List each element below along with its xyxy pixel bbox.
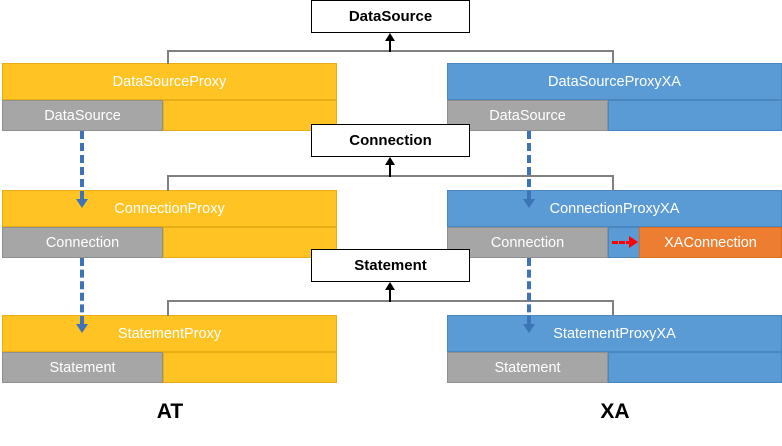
- iface-band-at-connection: Connection: [2, 227, 163, 258]
- dashed-arrow-head-at-connection: [76, 199, 88, 208]
- block-statementproxyxa: StatementProxyXA: [447, 315, 782, 352]
- block-statementproxy: StatementProxy: [2, 315, 337, 352]
- mode-label-at: AT: [156, 400, 184, 423]
- connector-drop-statement-xa: [612, 300, 614, 316]
- iface-band-at-statement: Statement: [2, 352, 163, 383]
- block-connectionproxyxa-label: ConnectionProxyXA: [447, 190, 782, 227]
- iface-band-xa-datasource: DataSource: [447, 100, 608, 131]
- block-datasourceproxy-filler-body: [163, 100, 337, 131]
- block-xaconnection: XAConnection: [639, 227, 782, 258]
- block-statementproxyxa-label: StatementProxyXA: [447, 315, 782, 352]
- red-dashed-line-xaconnection: [612, 241, 632, 244]
- connector-drop-datasource-xa: [612, 50, 614, 64]
- block-datasourceproxy-filler: [163, 100, 337, 131]
- block-connectionproxyxa: ConnectionProxyXA: [447, 190, 782, 227]
- arrow-head-statement: [385, 282, 395, 290]
- arrow-stem-datasource: [389, 41, 391, 52]
- mode-label-xa: XA: [600, 400, 630, 423]
- block-datasourceproxyxa: DataSourceProxyXA: [447, 63, 782, 100]
- connector-drop-datasource-at: [167, 50, 169, 64]
- block-connectionproxy-label: ConnectionProxy: [2, 190, 337, 227]
- connector-drop-connection-at: [167, 175, 169, 191]
- iface-band-xa-connection: Connection: [447, 227, 608, 258]
- dashed-arrow-at-datasource-to-connection: [80, 131, 84, 199]
- dashed-arrow-head-at-statement: [76, 324, 88, 333]
- dashed-arrow-at-connection-to-statement: [80, 258, 84, 324]
- block-statementproxyxa-filler: [608, 352, 782, 383]
- block-datasourceproxyxa-filler-body: [608, 100, 782, 131]
- block-connectionproxy-filler-body: [163, 227, 337, 258]
- block-datasourceproxy: DataSourceProxy: [2, 63, 337, 100]
- block-datasourceproxy-label: DataSourceProxy: [2, 63, 337, 100]
- block-statementproxy-label: StatementProxy: [2, 315, 337, 352]
- arrow-stem-statement: [389, 290, 391, 302]
- iface-band-at-datasource: DataSource: [2, 100, 163, 131]
- arrow-stem-connection: [389, 165, 391, 177]
- dashed-arrow-head-xa-statement: [523, 324, 535, 333]
- interface-box-statement: Statement: [311, 249, 470, 282]
- arrow-head-connection: [385, 157, 395, 165]
- block-statementproxy-filler-body: [163, 352, 337, 383]
- block-datasourceproxyxa-filler: [608, 100, 782, 131]
- block-statementproxyxa-filler-body: [608, 352, 782, 383]
- block-datasourceproxyxa-label: DataSourceProxyXA: [447, 63, 782, 100]
- interface-box-connection: Connection: [311, 124, 470, 157]
- block-connectionproxy-filler: [163, 227, 337, 258]
- connector-drop-connection-xa: [612, 175, 614, 191]
- block-statementproxy-filler: [163, 352, 337, 383]
- connector-drop-statement-at: [167, 300, 169, 316]
- iface-band-xa-statement: Statement: [447, 352, 608, 383]
- arrow-head-datasource: [385, 33, 395, 41]
- block-connectionproxy: ConnectionProxy: [2, 190, 337, 227]
- interface-box-datasource: DataSource: [311, 0, 470, 33]
- dashed-arrow-xa-connection-to-statement: [527, 258, 531, 324]
- dashed-arrow-xa-datasource-to-connection: [527, 131, 531, 199]
- red-arrow-head-xaconnection: [629, 236, 638, 248]
- dashed-arrow-head-xa-connection: [523, 199, 535, 208]
